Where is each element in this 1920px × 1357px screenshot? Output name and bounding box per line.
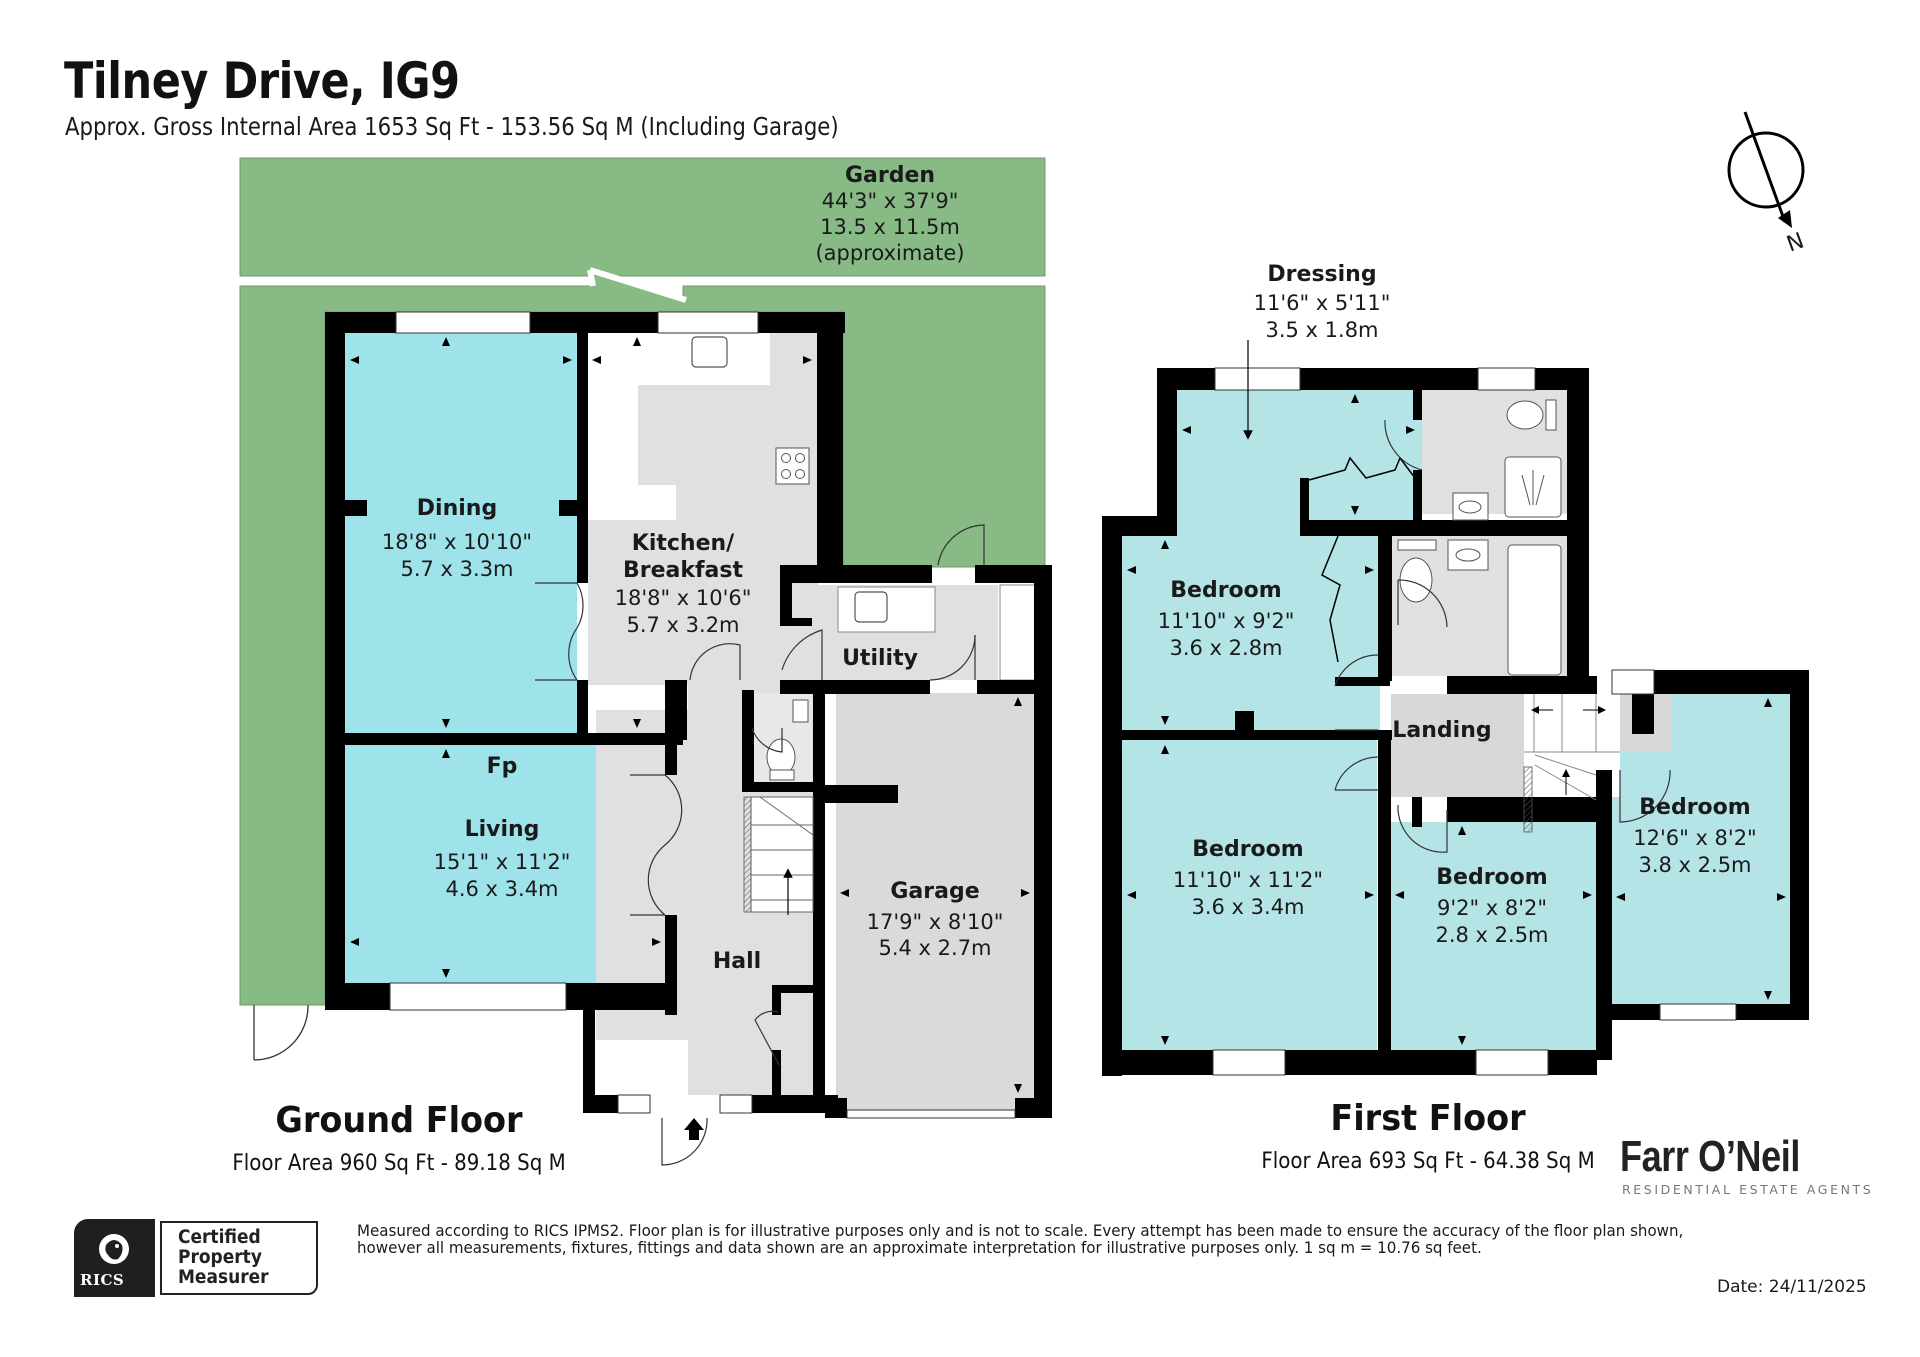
plan-date: Date: 24/11/2025 (1717, 1277, 1867, 1297)
dressing-dim-metric: 3.5 x 1.8m (1265, 318, 1378, 342)
room-label-garage: Garage (890, 879, 979, 904)
garden-dim-metric: 13.5 x 11.5m (820, 215, 960, 239)
rics-lion-icon (99, 1234, 129, 1264)
first-floor-title: First Floor (1330, 1098, 1526, 1139)
room-label-bedroom-4: Bedroom (1639, 795, 1750, 820)
room-label-kitchen: Kitchen/ (632, 531, 735, 556)
north-compass-icon: N (1727, 111, 1808, 258)
dining-room-floor (345, 333, 577, 733)
first-floor-area: Floor Area 693 Sq Ft - 64.38 Sq M (1261, 1149, 1595, 1174)
garden-label: Garden (845, 163, 935, 188)
garden-dim-imperial: 44'3" x 37'9" (822, 189, 959, 213)
bedroom-1-floor (1122, 520, 1380, 730)
agency-logo: Farr O’Neil (1620, 1132, 1800, 1181)
bedroom-4-dim-imperial: 12'6" x 8'2" (1633, 826, 1756, 850)
garden-note: (approximate) (815, 241, 964, 265)
rics-certified-text: Certified Property Measurer (178, 1228, 269, 1288)
garage-dim-imperial: 17'9" x 8'10" (867, 910, 1004, 934)
dressing-dim-imperial: 11'6" x 5'11" (1254, 291, 1391, 315)
bedroom-1-dim-metric: 3.6 x 2.8m (1169, 636, 1282, 660)
compass-label: N (1784, 229, 1808, 258)
bedroom-2-dim-metric: 3.6 x 3.4m (1191, 895, 1304, 919)
garage-floor (836, 693, 1034, 1113)
rics-logo-block: RICS (74, 1219, 155, 1297)
dining-dim-metric: 5.7 x 3.3m (400, 557, 513, 581)
disclaimer-line-2: however all measurements, fixtures, fitt… (357, 1238, 1482, 1257)
room-label-bedroom-3: Bedroom (1436, 865, 1547, 890)
room-label-bedroom-1: Bedroom (1170, 578, 1281, 603)
landing-floor (1391, 694, 1524, 797)
room-label-dining: Dining (417, 496, 497, 521)
disclaimer-line-1: Measured according to RICS IPMS2. Floor … (357, 1221, 1684, 1240)
bedroom-3-dim-metric: 2.8 x 2.5m (1435, 923, 1548, 947)
bedroom-3-dim-imperial: 9'2" x 8'2" (1437, 896, 1547, 920)
rics-wordmark: RICS (80, 1271, 125, 1289)
room-label-bedroom-2: Bedroom (1192, 837, 1303, 862)
dressing-floor (1177, 390, 1422, 520)
room-label-landing: Landing (1392, 718, 1491, 743)
room-label-hall: Hall (713, 949, 761, 974)
ground-floor-area: Floor Area 960 Sq Ft - 89.18 Sq M (232, 1151, 566, 1176)
bedroom-2-dim-imperial: 11'10" x 11'2" (1173, 868, 1323, 892)
bedroom-4-dim-metric: 3.8 x 2.5m (1638, 853, 1751, 877)
bedroom-3-floor (1391, 822, 1596, 1050)
dining-dim-imperial: 18'8" x 10'10" (382, 530, 532, 554)
entrance-arrow-icon (684, 1118, 704, 1140)
garage-dim-metric: 5.4 x 2.7m (878, 936, 991, 960)
rics-line-2: Property (178, 1247, 262, 1268)
room-label-breakfast: Breakfast (623, 558, 744, 583)
kitchen-dim-metric: 5.7 x 3.2m (626, 613, 739, 637)
rics-certified-badge: RICS Certified Property Measurer (74, 1219, 327, 1297)
ground-floor-plan: Dining 18'8" x 10'10" 5.7 x 3.3m Kitchen… (325, 311, 1052, 1166)
fireplace-label: Fp (487, 754, 518, 779)
rics-line-3: Measurer (178, 1267, 269, 1288)
disclaimer-text: Measured according to RICS IPMS2. Floor … (357, 1222, 1808, 1256)
ground-floor-title: Ground Floor (275, 1100, 523, 1141)
living-dim-imperial: 15'1" x 11'2" (434, 850, 571, 874)
rics-text-frame (160, 1221, 318, 1295)
room-label-living: Living (465, 817, 540, 842)
rics-line-1: Certified (178, 1227, 261, 1248)
bedroom-2-floor (1122, 740, 1377, 1050)
living-dim-metric: 4.6 x 3.4m (445, 877, 558, 901)
gross-area-subtitle: Approx. Gross Internal Area 1653 Sq Ft -… (65, 112, 839, 141)
agency-tagline: RESIDENTIAL ESTATE AGENTS (1622, 1182, 1874, 1197)
kitchen-dim-imperial: 18'8" x 10'6" (615, 586, 752, 610)
room-label-dressing: Dressing (1267, 262, 1376, 287)
first-floor-plan: Dressing 11'6" x 5'11" 3.5 x 1.8m Bedroo… (1102, 262, 1809, 1076)
room-label-utility: Utility (842, 646, 918, 671)
page-title: Tilney Drive, IG9 (64, 52, 460, 110)
bedroom-1-dim-imperial: 11'10" x 9'2" (1158, 609, 1295, 633)
